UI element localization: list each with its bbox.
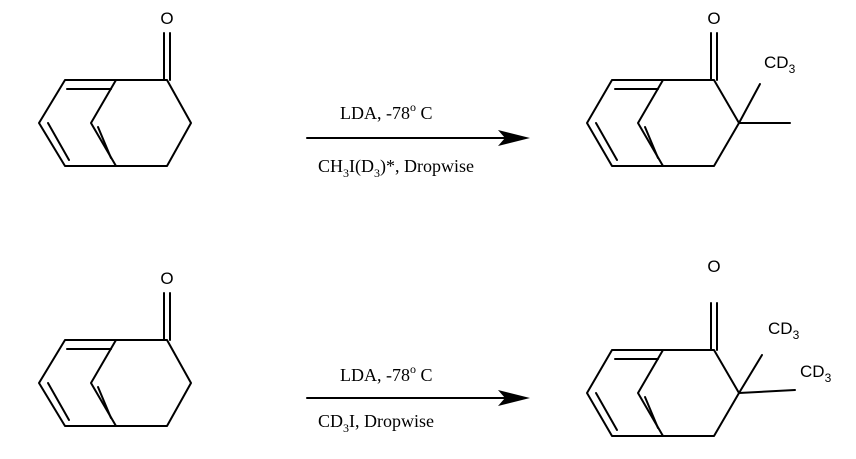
reaction-2-arrow xyxy=(306,390,530,406)
reaction-1: O LDA, -78o C CH3I(D3)*, Dropwise O CD3 xyxy=(38,9,796,180)
product-2-dimethylated-tetralone: O CD3 CD3 xyxy=(586,257,832,437)
reactant-2-tetralone: O xyxy=(38,269,192,427)
reaction-1-conditions-line1: LDA, -78o C xyxy=(340,100,433,123)
reactant-1-oxygen-label: O xyxy=(160,9,173,28)
reaction-1-conditions-line2: CH3I(D3)*, Dropwise xyxy=(318,156,474,180)
reaction-2: O LDA, -78o C CD3I, Dropwise O CD3 CD3 xyxy=(38,257,832,437)
reactant-2-oxygen-label: O xyxy=(160,269,173,288)
product-1-cd3-label: CD3 xyxy=(764,53,796,76)
reaction-1-arrow xyxy=(306,130,530,146)
product-2-cd3-upper-label: CD3 xyxy=(768,319,800,342)
product-1-methylated-tetralone: O CD3 xyxy=(586,9,796,167)
product-2-oxygen-label: O xyxy=(707,257,720,276)
reaction-2-conditions-line2: CD3I, Dropwise xyxy=(318,411,434,435)
product-1-oxygen-label: O xyxy=(707,9,720,28)
reaction-2-conditions-line1: LDA, -78o C xyxy=(340,362,433,385)
product-2-cd3-right-label: CD3 xyxy=(800,362,832,385)
reactant-1-tetralone: O xyxy=(38,9,192,167)
